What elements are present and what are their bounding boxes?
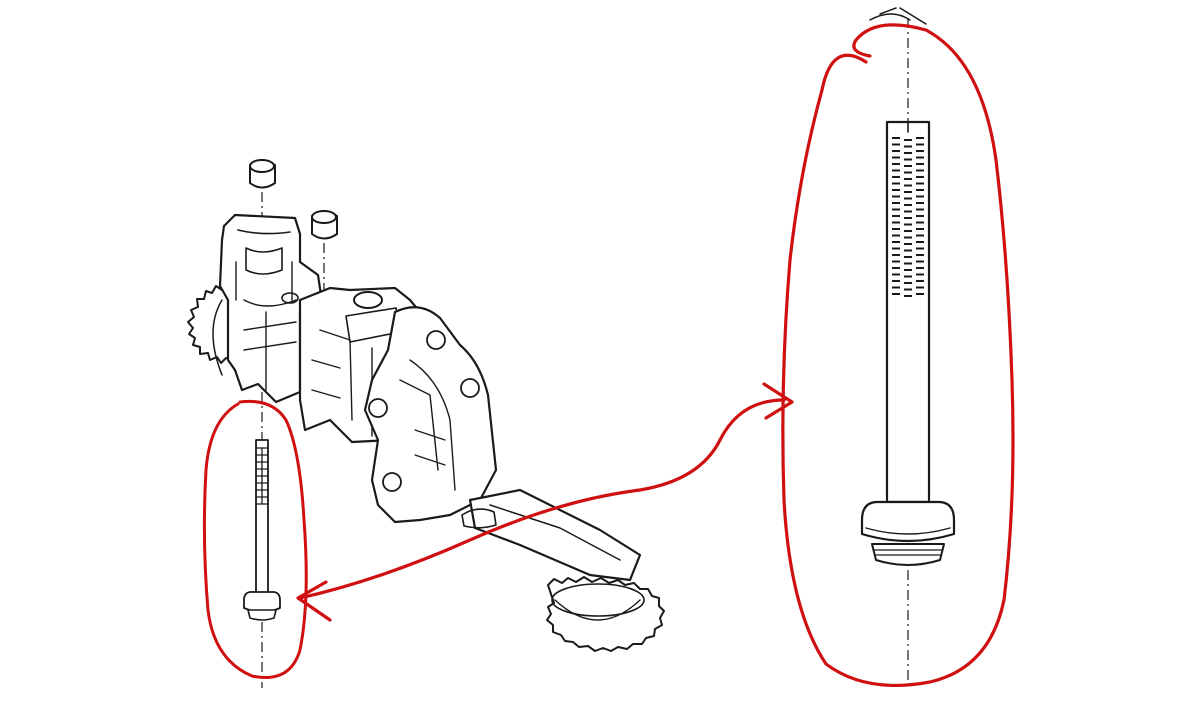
small-bolt-thread	[256, 447, 268, 505]
thread-pitch-line	[892, 254, 924, 258]
circle-around-enlarged-bolt	[781, 23, 1015, 688]
thread-pitch-line	[892, 247, 924, 252]
arrowhead-left	[296, 580, 332, 622]
thread-pitch-line	[892, 221, 924, 226]
thread-pitch-line	[892, 163, 924, 167]
thread-pitch-line	[892, 150, 924, 154]
thread-pitch-line	[892, 176, 924, 180]
locating-dowel-left	[249, 159, 276, 222]
mounting-flange	[363, 306, 498, 524]
circle-around-small-bolt	[202, 399, 308, 679]
thread-pitch-line	[892, 267, 924, 271]
oil-strainer	[546, 576, 665, 652]
red-markup	[202, 23, 1015, 688]
thread-pitch-line	[892, 286, 924, 291]
thread-pitch-line	[892, 234, 924, 239]
enlarged-bolt-thread	[892, 137, 924, 297]
thread-pitch-line	[892, 189, 924, 193]
locating-dowel-right	[311, 210, 338, 298]
thread-pitch-line	[892, 241, 924, 245]
thread-pitch-line	[892, 228, 924, 232]
small-bolt-detail	[243, 392, 281, 688]
thread-pitch-line	[892, 169, 924, 174]
pump-housing	[218, 213, 324, 404]
thread-pitch-line	[892, 143, 924, 148]
double-headed-arrow	[298, 398, 786, 600]
thread-pitch-line	[892, 182, 924, 187]
arrowhead-right	[762, 382, 794, 420]
thread-pitch-line	[892, 195, 924, 200]
enlarged-bolt-detail	[860, 7, 956, 688]
thread-pitch-line	[892, 293, 924, 297]
oil-pump-assembly	[187, 159, 665, 652]
thread-pitch-line	[892, 208, 924, 213]
thread-pitch-line	[892, 273, 924, 278]
thread-pitch-line	[892, 202, 924, 206]
pickup-tube	[461, 488, 642, 582]
thread-pitch-line	[892, 280, 924, 284]
thread-pitch-line	[892, 215, 924, 219]
thread-pitch-line	[892, 137, 924, 141]
thread-pitch-line	[892, 260, 924, 265]
drive-sprocket	[187, 279, 237, 376]
thread-pitch-line	[892, 156, 924, 161]
